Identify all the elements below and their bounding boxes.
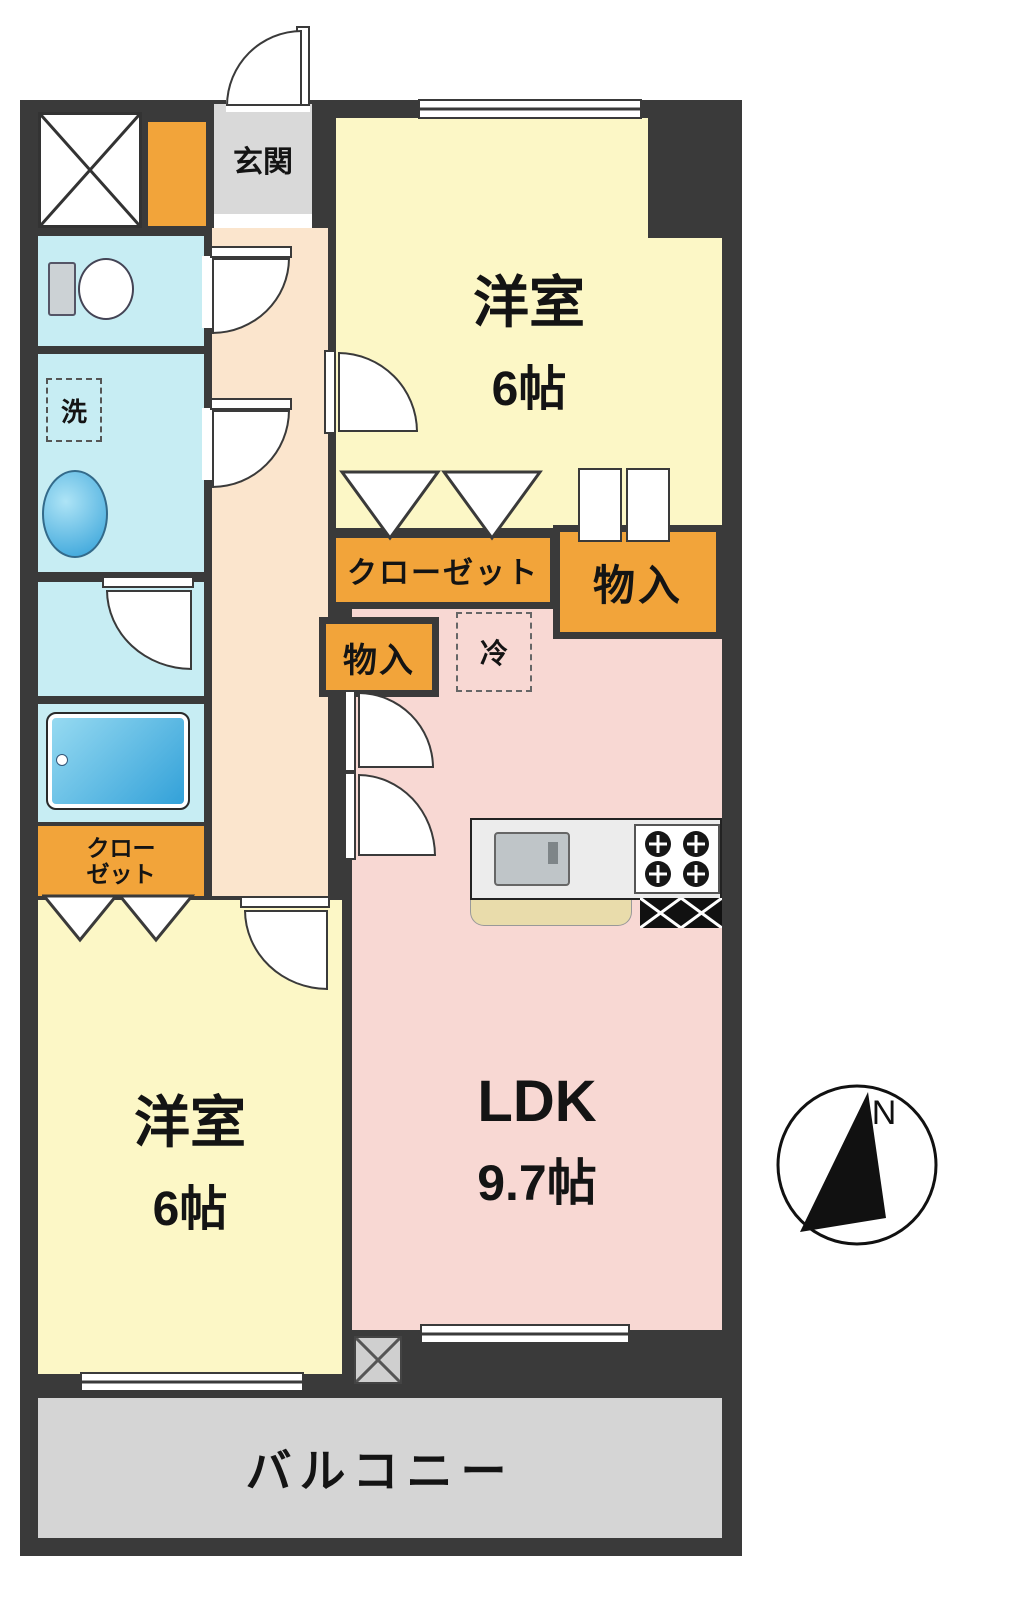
window-top: [418, 99, 642, 119]
front-door-arc: [226, 30, 302, 106]
entrance-label: 玄関: [233, 146, 293, 179]
entrance-label-wrap: 玄関: [214, 104, 312, 214]
compass-needle-icon: [800, 1092, 886, 1232]
storage-upper: 物入: [560, 532, 716, 632]
ldk-size: 9.7帖: [477, 1155, 597, 1211]
shoe-cabinet: [148, 122, 206, 226]
closet-side: クロー ゼット: [38, 826, 204, 896]
bathtub-faucet-icon: [56, 754, 68, 766]
closet-main-label: クローゼット: [347, 557, 539, 590]
ldk-upper-door-leaf: [344, 690, 356, 772]
structural-corner: [648, 100, 742, 238]
ldk-name: LDK: [477, 1069, 597, 1134]
wash-basin-icon: [42, 470, 108, 558]
toilet-tank-icon: [48, 262, 76, 316]
ldk-label: LDK 9.7帖: [352, 1068, 722, 1215]
storage-double-door-icon: [626, 468, 670, 542]
cross-icon: [356, 1338, 400, 1382]
bedroom-top-size: 6帖: [491, 363, 567, 416]
balcony-door-bedroom: [80, 1372, 304, 1392]
pipe-space-box: [354, 1336, 402, 1384]
entrance-floor: [214, 104, 312, 214]
entrance-step: [214, 214, 312, 228]
faucet-icon: [548, 842, 558, 864]
closet-side-label-line1: クロー: [86, 834, 156, 861]
balcony: バルコニー: [38, 1398, 722, 1538]
bedroom-bottom-door-leaf: [240, 896, 330, 908]
ldk-lower-door-leaf: [344, 772, 356, 860]
bath-door-leaf: [102, 576, 194, 588]
closet-folding-doors-icon: [42, 894, 196, 943]
laundry-label: 洗: [60, 396, 87, 427]
bedroom-top-name: 洋室: [473, 271, 585, 334]
storage-lower-label: 物入: [343, 641, 415, 680]
refrigerator-label: 冷: [479, 638, 508, 669]
compass-north-label: N: [872, 1094, 897, 1132]
bedroom-top-door-leaf: [324, 350, 336, 434]
counter-extension: [470, 900, 632, 926]
bedroom-top-label: 洋室 6帖: [336, 258, 722, 419]
hallway: [212, 228, 328, 896]
storage-upper-label: 物入: [592, 561, 683, 609]
stove-burners-icon: [645, 831, 709, 887]
toilet-bowl-icon: [78, 258, 134, 320]
kitchen-sink-icon: [494, 832, 570, 886]
balcony-door-ldk: [420, 1324, 630, 1344]
balcony-label: バルコニー: [245, 1445, 515, 1497]
bedroom-bottom-label: 洋室 6帖: [38, 1078, 342, 1239]
laundry-machine-space: 洗: [46, 378, 102, 442]
closet-folding-doors-icon: [339, 470, 543, 541]
duct-hatch-icon: [640, 898, 722, 928]
elevator-shaft-box: [38, 112, 142, 228]
bathtub-icon: [46, 712, 190, 810]
closet-main: クローゼット: [336, 538, 550, 602]
bedroom-bottom-name: 洋室: [134, 1091, 246, 1154]
compass: N: [776, 1084, 938, 1246]
washroom-door-leaf: [210, 398, 292, 410]
storage-double-door-icon: [578, 468, 622, 542]
refrigerator-space: 冷: [456, 612, 532, 692]
storage-lower: 物入: [326, 624, 432, 690]
bedroom-bottom-size: 6帖: [152, 1183, 228, 1236]
closet-side-label-line2: ゼット: [86, 861, 156, 887]
toilet-door-leaf: [210, 246, 292, 258]
stove: [634, 824, 720, 894]
cross-icon: [41, 115, 139, 225]
